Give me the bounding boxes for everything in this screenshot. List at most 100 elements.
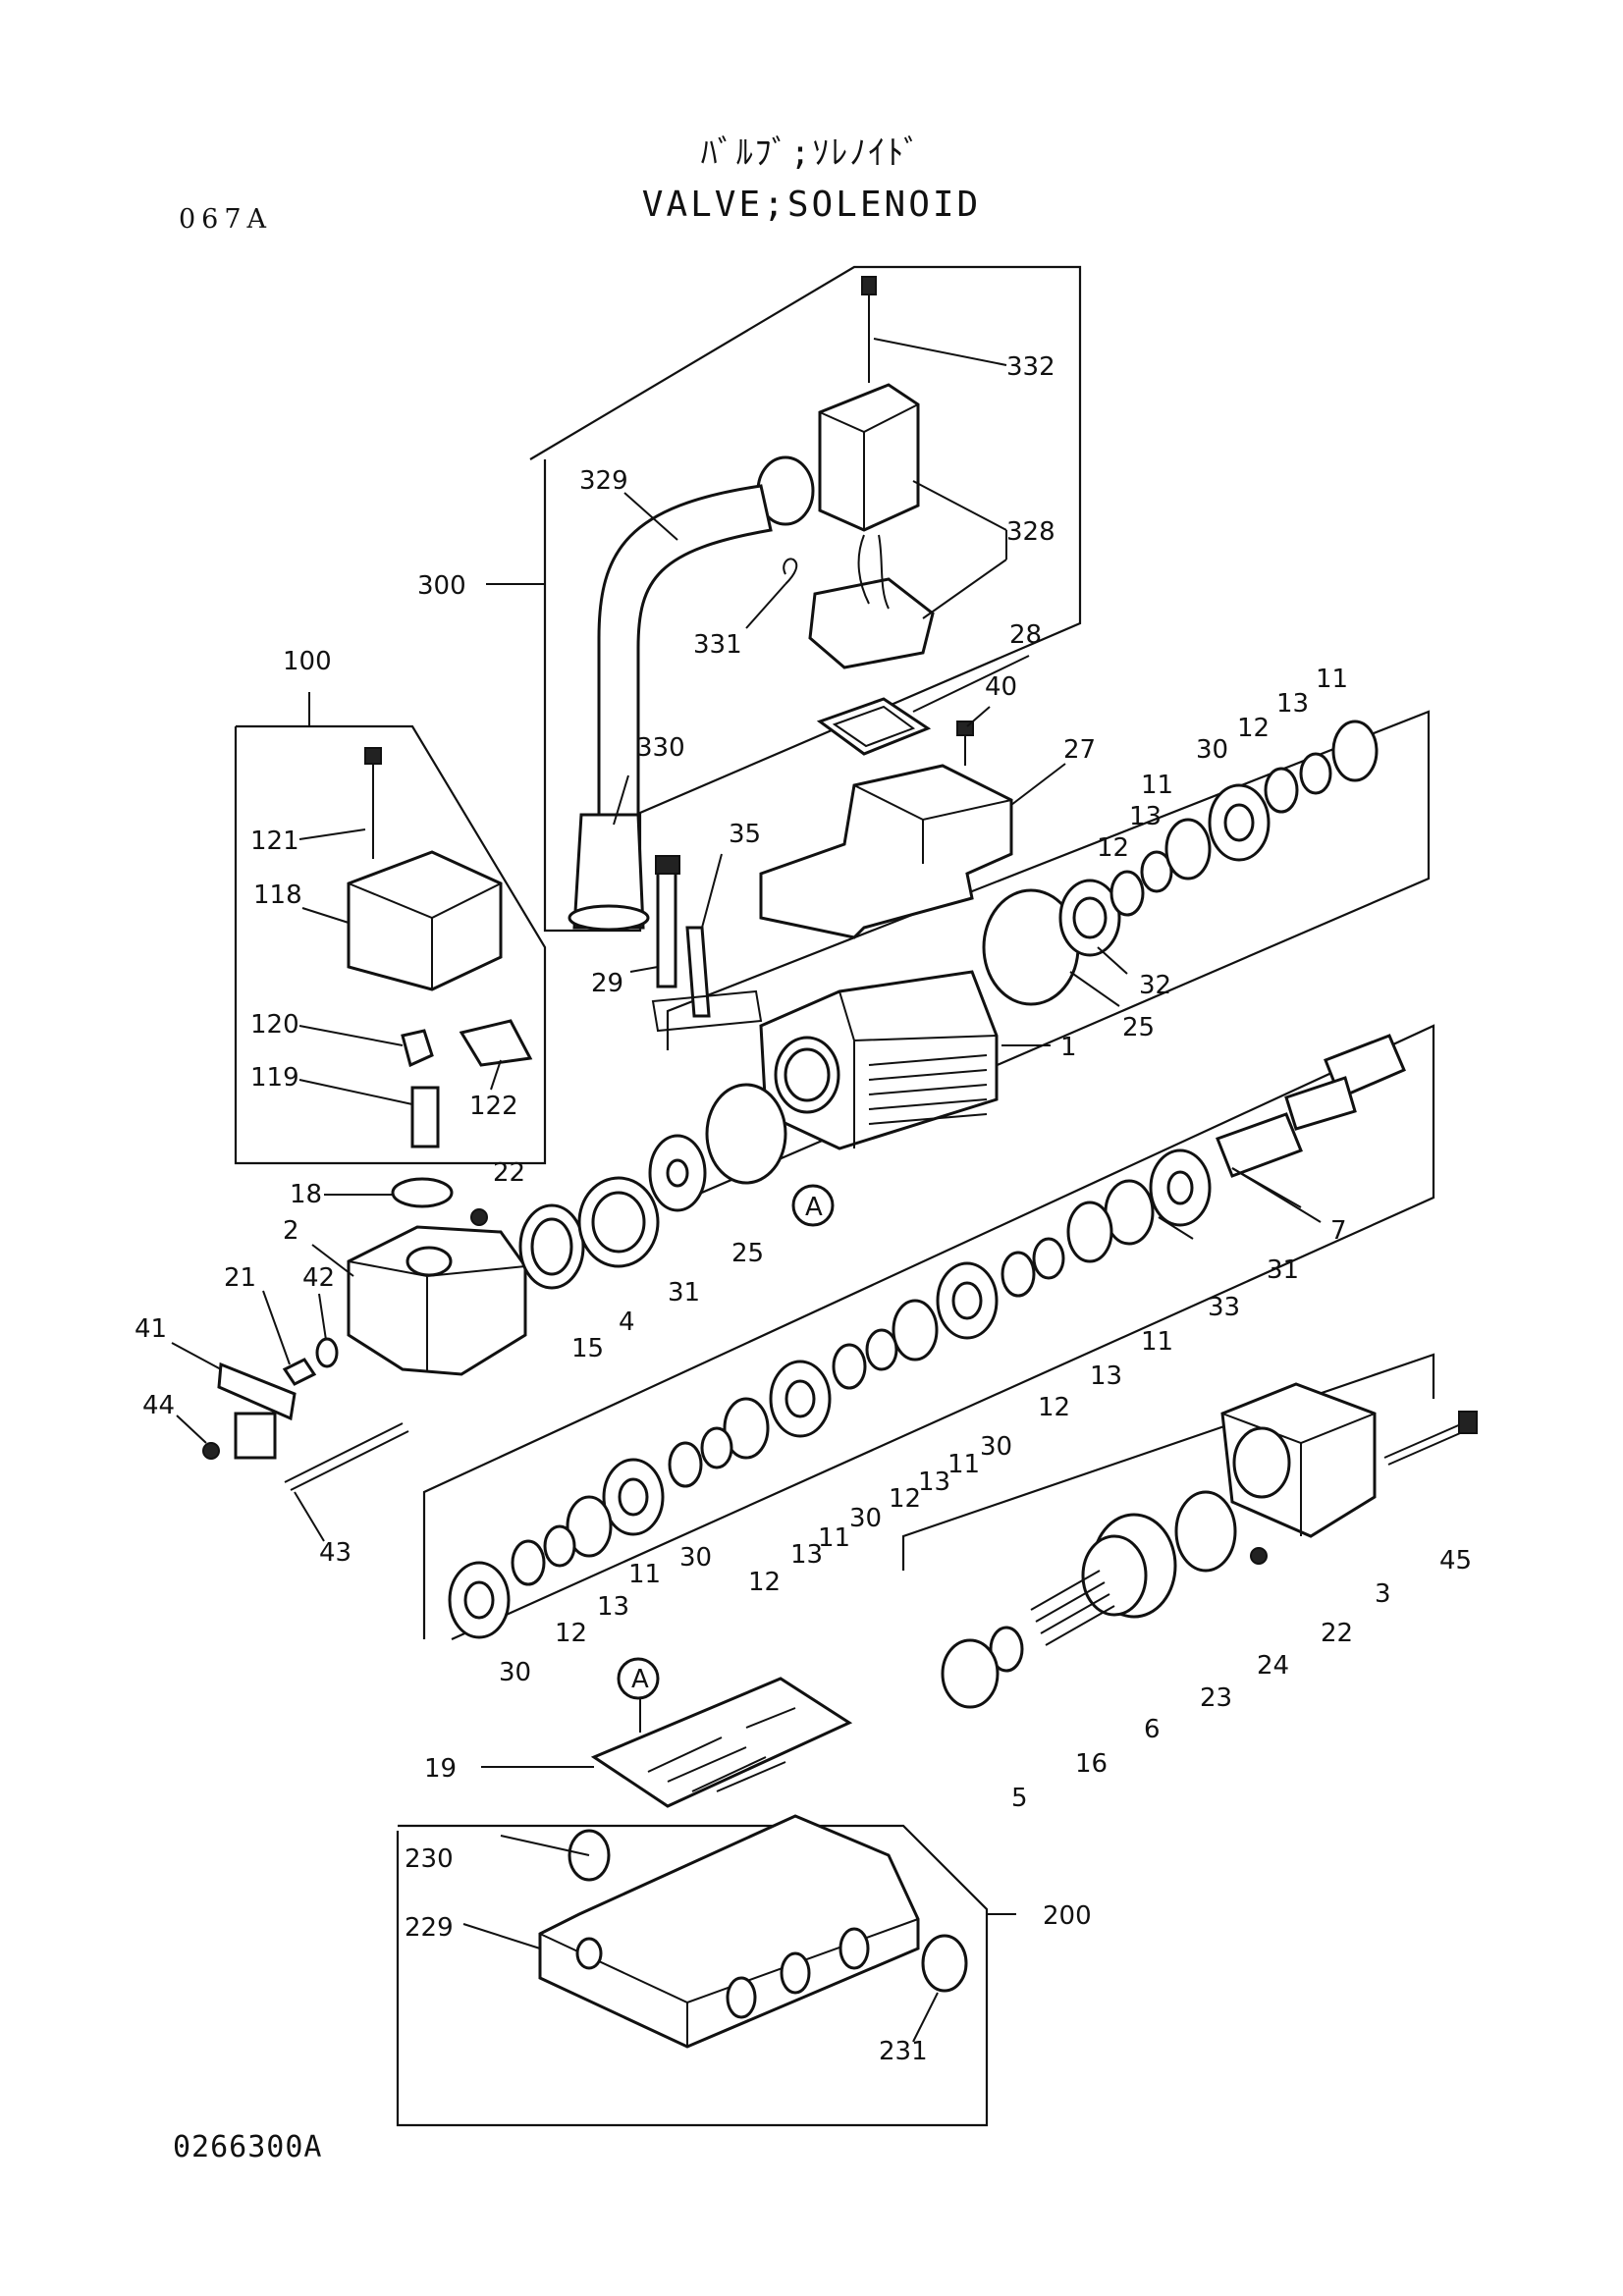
screw-29 [656,857,677,988]
terminal-block [808,577,935,669]
callout-16: 16 [1075,1749,1108,1779]
lower-seal-chain [448,1201,1113,1639]
ring-11a [1164,818,1212,881]
plate-44 [234,1412,277,1460]
callout-30-c: 30 [849,1504,882,1533]
callout-12-e: 12 [748,1568,781,1597]
plug-22b [1250,1547,1268,1565]
callout-31-a: 31 [668,1278,700,1308]
callout-41: 41 [135,1314,167,1344]
callout-12-d: 12 [889,1484,921,1514]
callout-42: 42 [302,1263,335,1293]
callout-2: 2 [283,1216,299,1246]
callout-35: 35 [729,820,761,849]
ring-13a [1140,850,1173,893]
ring-11d [892,1299,939,1362]
bracket-41 [217,1362,297,1421]
callout-15: 15 [571,1334,604,1363]
callout-21: 21 [224,1263,256,1293]
callout-13-c: 13 [1090,1362,1122,1391]
ref-marker-a-top-label: A [805,1193,823,1222]
callout-5: 5 [1011,1784,1028,1813]
callout-30-d: 30 [679,1543,712,1573]
callout-23: 23 [1200,1683,1232,1713]
ring-12e [668,1441,703,1488]
ring-11b [1331,720,1379,782]
ring-12a [1109,870,1145,917]
title-japanese: ﾊﾞﾙﾌﾞ;ｿﾚﾉｲﾄﾞ [700,133,923,173]
ring-11c [1066,1201,1113,1263]
callout-32: 32 [1139,971,1171,1000]
right-end-cap-group [941,1382,1478,1709]
callout-19: 19 [424,1754,457,1784]
screw-44 [202,1442,220,1460]
callout-1: 1 [1060,1033,1077,1062]
base-group-200 [538,1657,968,2049]
screw-332-head [861,276,877,295]
cable-329 [597,484,773,827]
spring-120 [401,1029,434,1068]
callout-231: 231 [879,2037,928,2066]
connector-assembly [568,276,935,932]
callout-12-f: 12 [555,1619,587,1648]
ring-13d [865,1328,898,1371]
callout-11-f: 11 [628,1560,661,1589]
piston-7-rod [1216,1112,1303,1178]
callout-11-d: 11 [947,1450,980,1479]
callout-13-a: 13 [1129,802,1162,831]
callout-331: 331 [693,630,742,660]
ref-marker-a-bottom [617,1657,660,1700]
callout-25-left: 25 [731,1239,764,1268]
plug-22a [470,1208,488,1226]
callout-12-b: 12 [1237,714,1270,743]
pilot-body-27 [759,764,1013,939]
left-end-cap-2 [202,1177,527,1491]
ref-marker-a-top [791,1184,835,1227]
callout-100: 100 [283,647,332,676]
plug-231 [921,1934,968,1993]
gasket-28 [816,697,932,756]
callout-300: 300 [417,571,466,601]
callout-12-c: 12 [1038,1393,1070,1422]
o-ring-24 [1174,1490,1237,1573]
plate-122 [459,1019,533,1067]
callout-11-c: 11 [1141,1327,1173,1357]
callout-329: 329 [579,466,628,496]
ring-12c [1001,1251,1036,1298]
callout-30-b: 30 [980,1432,1012,1462]
callout-45: 45 [1439,1546,1472,1575]
callout-7: 7 [1330,1216,1347,1246]
callout-330: 330 [636,733,685,763]
callout-120: 120 [250,1010,299,1040]
bolt-45 [1383,1422,1464,1459]
callout-229: 229 [405,1913,454,1943]
callout-13-d: 13 [918,1468,950,1497]
group-100-frame [234,724,547,1165]
ring-13c [1032,1237,1065,1280]
upper-seal-stack [982,720,1379,1006]
callout-3: 3 [1375,1579,1391,1609]
callout-28: 28 [1009,620,1042,650]
bolt-43 [284,1422,404,1483]
leader-lines [171,338,1322,2043]
callout-43: 43 [319,1538,352,1568]
middle-seal-row [518,1083,835,1290]
callout-119: 119 [250,1063,299,1093]
page-code: 067A [179,204,273,235]
title-english: VALVE;SOLENOID [641,185,982,225]
callout-33: 33 [1208,1293,1240,1322]
callout-4: 4 [619,1308,635,1337]
callout-29: 29 [591,969,623,998]
ring-13b [1299,752,1332,795]
connector-328-body [818,383,920,532]
ring-13f [543,1524,576,1568]
ring-13e [700,1426,733,1469]
callout-332: 332 [1006,352,1055,382]
cap-5 [941,1638,1000,1709]
callout-18: 18 [290,1180,322,1209]
end-cap-group-frame [901,1353,1435,1571]
cover-118 [347,850,503,991]
callout-30-e: 30 [499,1658,531,1687]
callout-13-f: 13 [597,1592,629,1622]
